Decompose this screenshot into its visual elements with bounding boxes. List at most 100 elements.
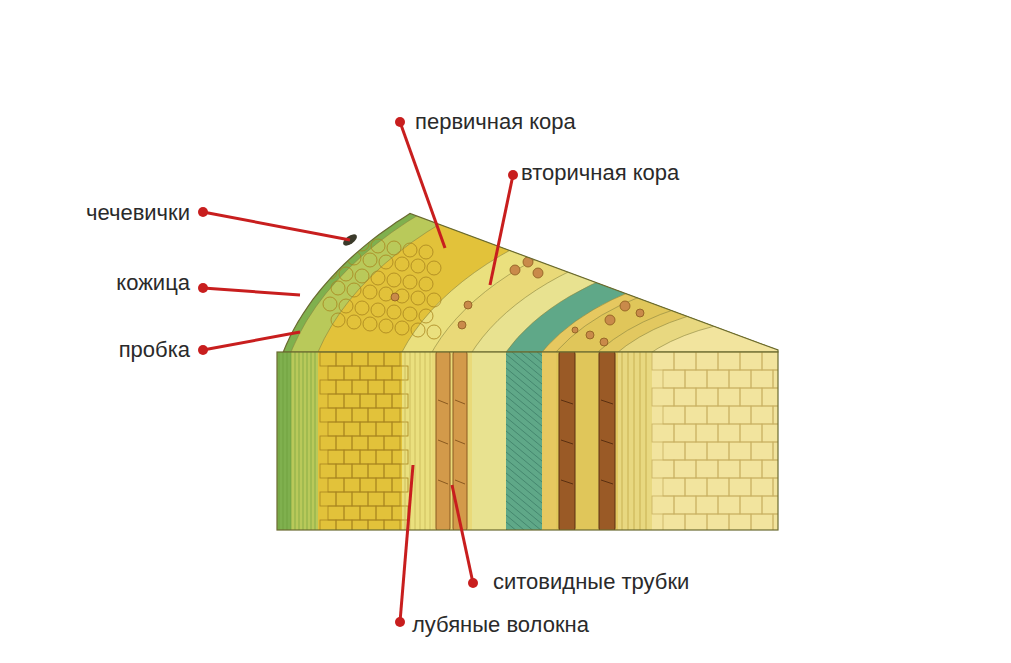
cell-wall [299,352,300,530]
wood-cell [729,442,751,460]
leader-dot [198,207,208,217]
cell [368,408,384,422]
cell [376,450,392,464]
fiber [622,352,623,530]
starch-grain [464,301,472,309]
sieve-plate [561,480,573,484]
cell [344,450,360,464]
phloem-layer [472,352,506,530]
part-label: вторичная кора [521,160,679,186]
wood-cell [707,514,729,530]
wood-cell [652,388,674,406]
cell [347,315,361,329]
wood-cell [674,424,696,442]
cell-wall [295,352,296,530]
cell [419,309,433,323]
cell [419,245,433,259]
cell [323,265,337,279]
wood-cell [674,352,696,370]
wood-cell [718,388,740,406]
cell [427,261,441,275]
wood-cell [762,496,778,514]
cell [384,380,400,394]
wood-cell [685,370,707,388]
cambium-cell [506,515,542,530]
cell [395,321,409,335]
sieve-plate [601,480,613,484]
wood-cell [674,388,696,406]
cell [352,436,368,450]
leader-dot [395,117,405,127]
fiber [628,352,629,530]
cell [379,319,393,333]
wood-cell [751,442,773,460]
part-label: чечевички [86,200,190,226]
leader-line [400,465,413,622]
wood-cell [773,370,778,388]
leader-line [452,485,473,583]
cell [392,450,408,464]
cell [336,520,352,530]
fiber [640,352,641,530]
cell [352,464,368,478]
cell [339,299,353,313]
cell [363,317,377,331]
part-label: первичная кора [415,109,576,135]
part-label: ситовидные трубки [493,569,689,595]
wood-cell [762,388,778,406]
sieve-tube [436,352,450,530]
fiber [425,352,426,530]
sieve-plate [455,440,465,444]
cell [336,464,352,478]
starch-grain [533,268,543,278]
starch-grain [636,309,644,317]
wood-cell [652,424,674,442]
wood-cell [740,352,762,370]
cell [328,450,344,464]
cell-wall [291,352,292,530]
cell [336,408,352,422]
wood-cell [773,442,778,460]
cell [384,464,400,478]
leader-dot [395,617,405,627]
wood-cell [773,514,778,530]
cell [411,259,425,273]
cell [336,492,352,506]
sieve-plate [455,400,465,404]
cell-wall [283,352,284,530]
cell-wall [303,352,304,530]
sieve-tube [559,352,575,530]
leader-line [203,288,300,295]
cell [352,520,368,530]
cell [368,520,384,530]
cell [352,492,368,506]
cell [376,478,392,492]
cell [384,520,400,530]
cell [320,492,336,506]
wood-cell [663,478,685,496]
cork-layer [264,116,1011,663]
wood-cell [652,352,674,370]
cell [392,506,408,520]
cell-wall [279,352,280,530]
cell [344,422,360,436]
cell [376,506,392,520]
sieve-tube-layer [413,204,1011,635]
cell [347,283,361,297]
wood-cell [729,478,751,496]
leader-line [203,332,300,350]
face-outline [283,214,778,353]
wood-cell [685,514,707,530]
sieve-plate [438,400,448,404]
cell [368,492,384,506]
wood-cell [674,460,696,478]
wood-cell [718,460,740,478]
cell [403,275,417,289]
cell [355,269,369,283]
cell [331,313,345,327]
wood-cell [707,478,729,496]
cell [403,243,417,257]
wood-cell [718,496,740,514]
